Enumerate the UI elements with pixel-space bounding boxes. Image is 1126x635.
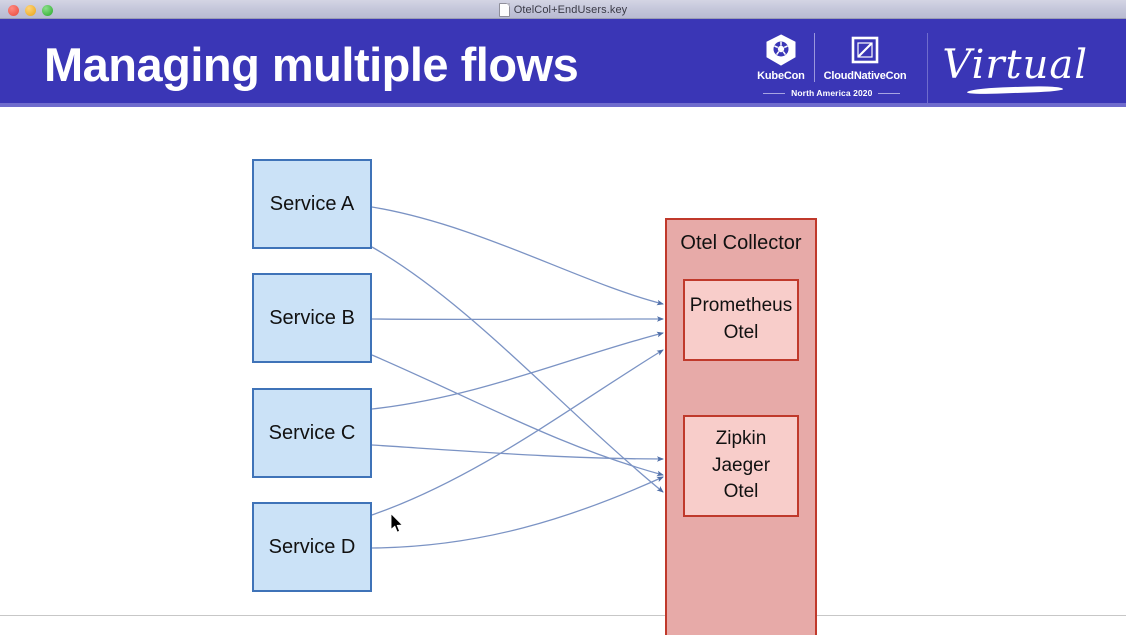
service-node-d-label: Service D (268, 535, 356, 558)
traces-sink-line-1: Zipkin (715, 427, 767, 449)
metrics-sink-line-1: Prometheus (689, 295, 793, 317)
logo-row: KubeCon CloudNativeCon (748, 33, 915, 82)
region-rule-left (763, 92, 786, 94)
kubecon-logo: KubeCon (748, 33, 813, 82)
maximize-window-button[interactable] (42, 5, 53, 16)
service-node-d[interactable]: Service D (252, 502, 372, 592)
slide-frame (0, 19, 1126, 616)
slide-canvas: Managing multiple flows (0, 19, 1126, 635)
metrics-sink-node[interactable]: Prometheus Otel (683, 279, 799, 361)
service-node-a-label: Service A (269, 192, 355, 215)
service-node-b-label: Service B (269, 306, 355, 329)
region-row: North America 2020 (748, 88, 915, 98)
window-titlebar (0, 0, 1126, 19)
otel-collector-label: Otel Collector (680, 232, 802, 254)
kubecon-cloudnativecon-group: KubeCon CloudNativeCon (748, 33, 927, 98)
cloudnativecon-logo: CloudNativeCon (813, 33, 916, 82)
service-node-a[interactable]: Service A (252, 159, 372, 249)
virtual-label: Virtual (942, 42, 1088, 88)
service-node-b[interactable]: Service B (252, 273, 372, 363)
flow-diagram: Service A Service B Service C Service D … (0, 107, 1126, 635)
traces-sink-line-3: Otel (723, 481, 759, 503)
kubecon-helm-icon (764, 33, 798, 67)
mouse-cursor (390, 513, 404, 533)
region-label: North America 2020 (791, 88, 873, 98)
close-window-button[interactable] (8, 5, 19, 16)
virtual-logo: Virtual (927, 33, 1088, 105)
kubecon-label: KubeCon (757, 70, 805, 82)
slide-header-band (0, 19, 1126, 103)
conference-logo-lockup: KubeCon CloudNativeCon (748, 33, 1088, 107)
minimize-window-button[interactable] (25, 5, 36, 16)
traces-sink-node[interactable]: Zipkin Jaeger Otel (683, 415, 799, 517)
service-node-c[interactable]: Service C (252, 388, 372, 478)
cloudnativecon-cube-icon (850, 33, 880, 67)
cloudnativecon-label: CloudNativeCon (823, 70, 907, 82)
slide-header-underline (0, 103, 1126, 107)
metrics-sink-line-2: Otel (723, 322, 759, 343)
slide-title: Managing multiple flows (44, 38, 579, 91)
traces-sink-line-2: Jaeger (711, 454, 771, 476)
region-rule-right (878, 92, 901, 94)
service-node-c-label: Service C (268, 421, 356, 444)
diagram-edges (371, 206, 664, 549)
